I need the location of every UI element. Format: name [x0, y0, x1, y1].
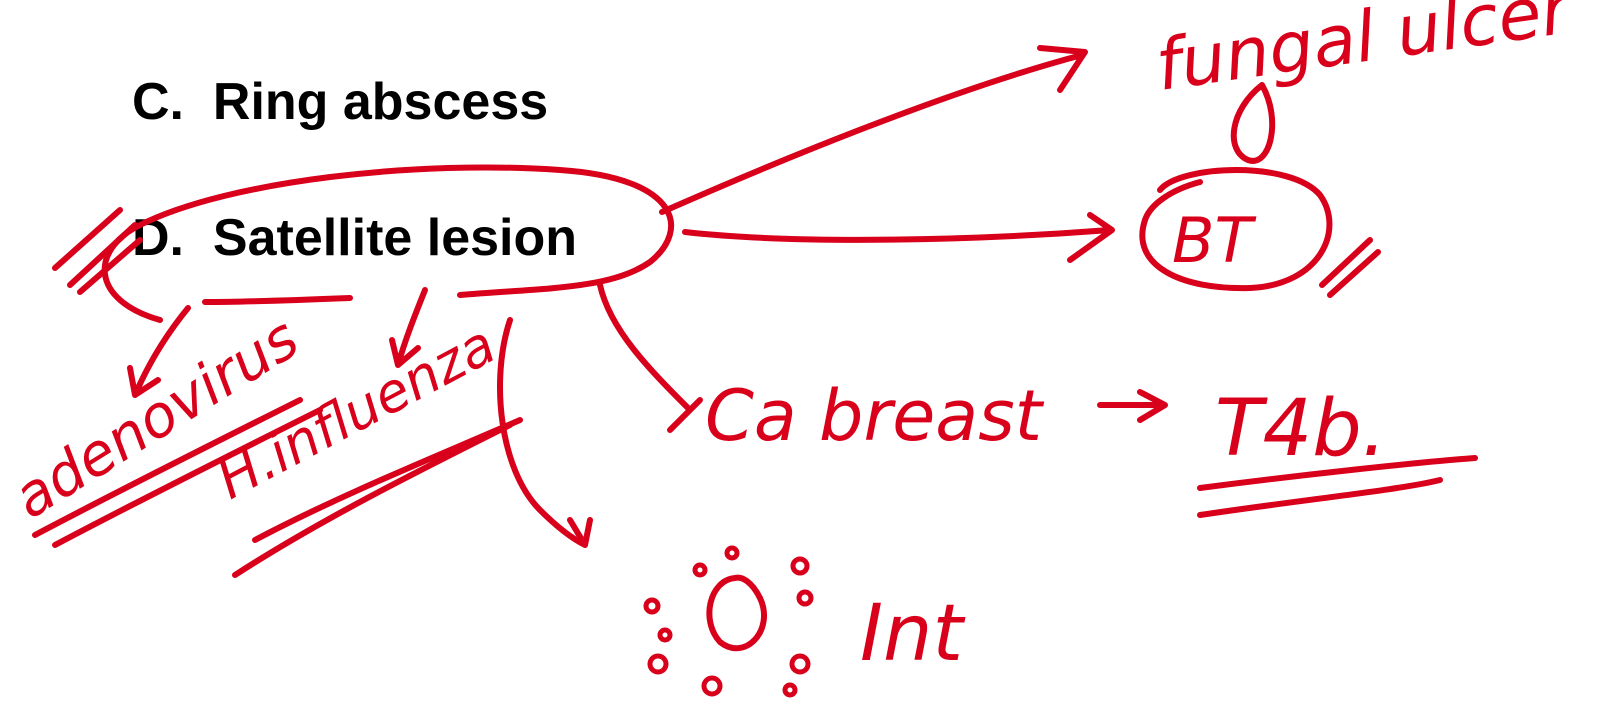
- ink-arrow-to-h-influenza: [389, 287, 428, 368]
- ink-sun-dot: [724, 545, 740, 561]
- ink-ca-breast: Ca breast: [705, 375, 1045, 457]
- ink-bracket-to-int: [497, 317, 593, 548]
- ink-arrow-to-bt: [682, 212, 1115, 263]
- ink-arrow-ca-to-t4b: [1097, 389, 1168, 423]
- ink-h-influenza-strikes: [232, 417, 523, 578]
- ink-sun-dot: [782, 682, 798, 698]
- ink-sun-dot: [789, 653, 811, 675]
- ink-link-fungal-bt: [1230, 82, 1276, 164]
- ink-loop-around-option-d: [101, 164, 675, 323]
- ink-fungal-ulcer: fungal ulcer: [1151, 0, 1579, 107]
- ink-circle-around-bt: [1139, 167, 1333, 292]
- option-d-text: D. Satellite lesion: [132, 209, 578, 267]
- ink-scribble-left: [52, 207, 143, 295]
- ink-sun-dot: [643, 597, 661, 615]
- ink-bt-double-underline: [1319, 237, 1381, 298]
- ink-arrow-to-fungal-ulcer: [659, 45, 1088, 215]
- ink-sun-dot: [790, 556, 810, 576]
- ink-sun-circle: [706, 574, 768, 652]
- ink-bt: BT: [1172, 204, 1257, 277]
- option-c-text: C. Ring abscess: [132, 73, 549, 131]
- ink-int: Int: [860, 589, 965, 679]
- ink-sun-dot: [701, 675, 723, 697]
- ink-t4b: T4b.: [1215, 384, 1387, 474]
- ink-sun-dot: [647, 653, 669, 675]
- ink-adenovirus-strikes: [32, 397, 323, 548]
- ink-sun-dot: [692, 562, 708, 578]
- ink-t4b-underlines: [1197, 455, 1478, 518]
- ink-arrow-to-adenovirus: [127, 295, 353, 398]
- ink-arrow-to-ca-breast: [597, 282, 703, 433]
- ink-sun-dot: [657, 627, 673, 643]
- ink-sun-dot: [796, 589, 814, 607]
